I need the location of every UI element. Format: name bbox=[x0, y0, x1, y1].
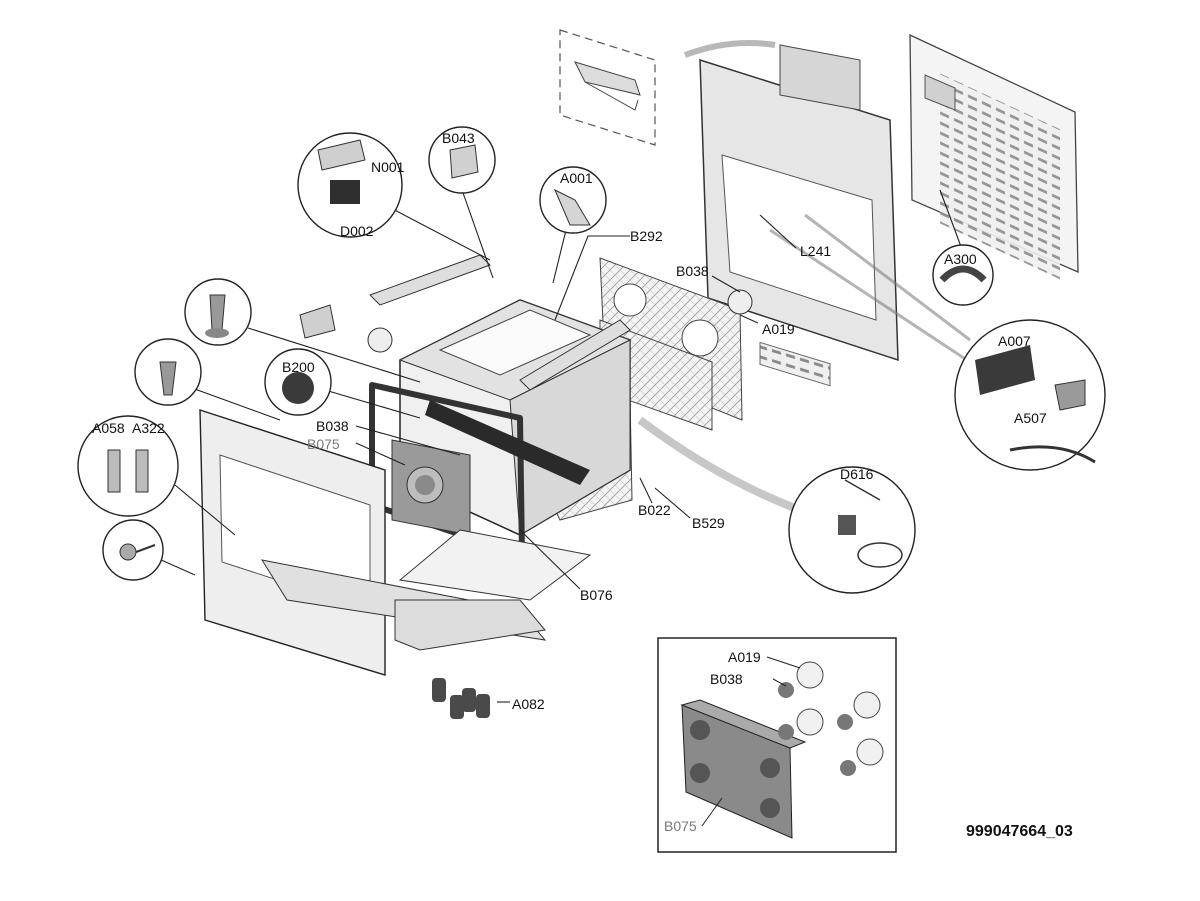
label-A082: A082 bbox=[512, 696, 545, 712]
label-A507: A507 bbox=[1014, 410, 1047, 426]
label-B043: B043 bbox=[442, 130, 475, 146]
document-number: 999047664_03 bbox=[966, 823, 1073, 840]
leader-bands bbox=[637, 213, 986, 514]
feet bbox=[432, 678, 490, 719]
dashed-optional-bracket bbox=[559, 29, 656, 146]
label-A019-inset: A019 bbox=[728, 649, 761, 665]
bottom-element bbox=[394, 529, 592, 651]
label-A007: A007 bbox=[998, 333, 1031, 349]
label-B529: B529 bbox=[692, 515, 725, 531]
rear-cover-panel bbox=[909, 33, 1079, 280]
label-A019-top: A019 bbox=[762, 321, 795, 337]
label-D616: D616 bbox=[840, 466, 874, 482]
label-B038-mid: B038 bbox=[316, 418, 349, 434]
label-B292: B292 bbox=[630, 228, 663, 244]
label-B075-inset: B075 bbox=[664, 818, 697, 834]
label-B076: B076 bbox=[580, 587, 613, 603]
label-A322: A322 bbox=[132, 420, 165, 436]
label-B022: B022 bbox=[638, 502, 671, 518]
inset-box bbox=[657, 637, 897, 853]
indicator-swoosh bbox=[683, 39, 776, 58]
label-N001: N001 bbox=[371, 159, 405, 175]
label-B200: B200 bbox=[282, 359, 315, 375]
label-A300: A300 bbox=[944, 251, 977, 267]
top-brackets bbox=[299, 254, 753, 391]
label-B038-inset: B038 bbox=[710, 671, 743, 687]
label-D002: D002 bbox=[340, 223, 374, 239]
label-A058: A058 bbox=[92, 420, 125, 436]
callout-contents bbox=[107, 139, 1096, 568]
label-L241: L241 bbox=[800, 243, 832, 259]
label-B075-mid: B075 bbox=[307, 436, 340, 452]
label-A001: A001 bbox=[560, 170, 593, 186]
label-B038-top: B038 bbox=[676, 263, 709, 279]
back-frame-panel bbox=[699, 44, 899, 387]
